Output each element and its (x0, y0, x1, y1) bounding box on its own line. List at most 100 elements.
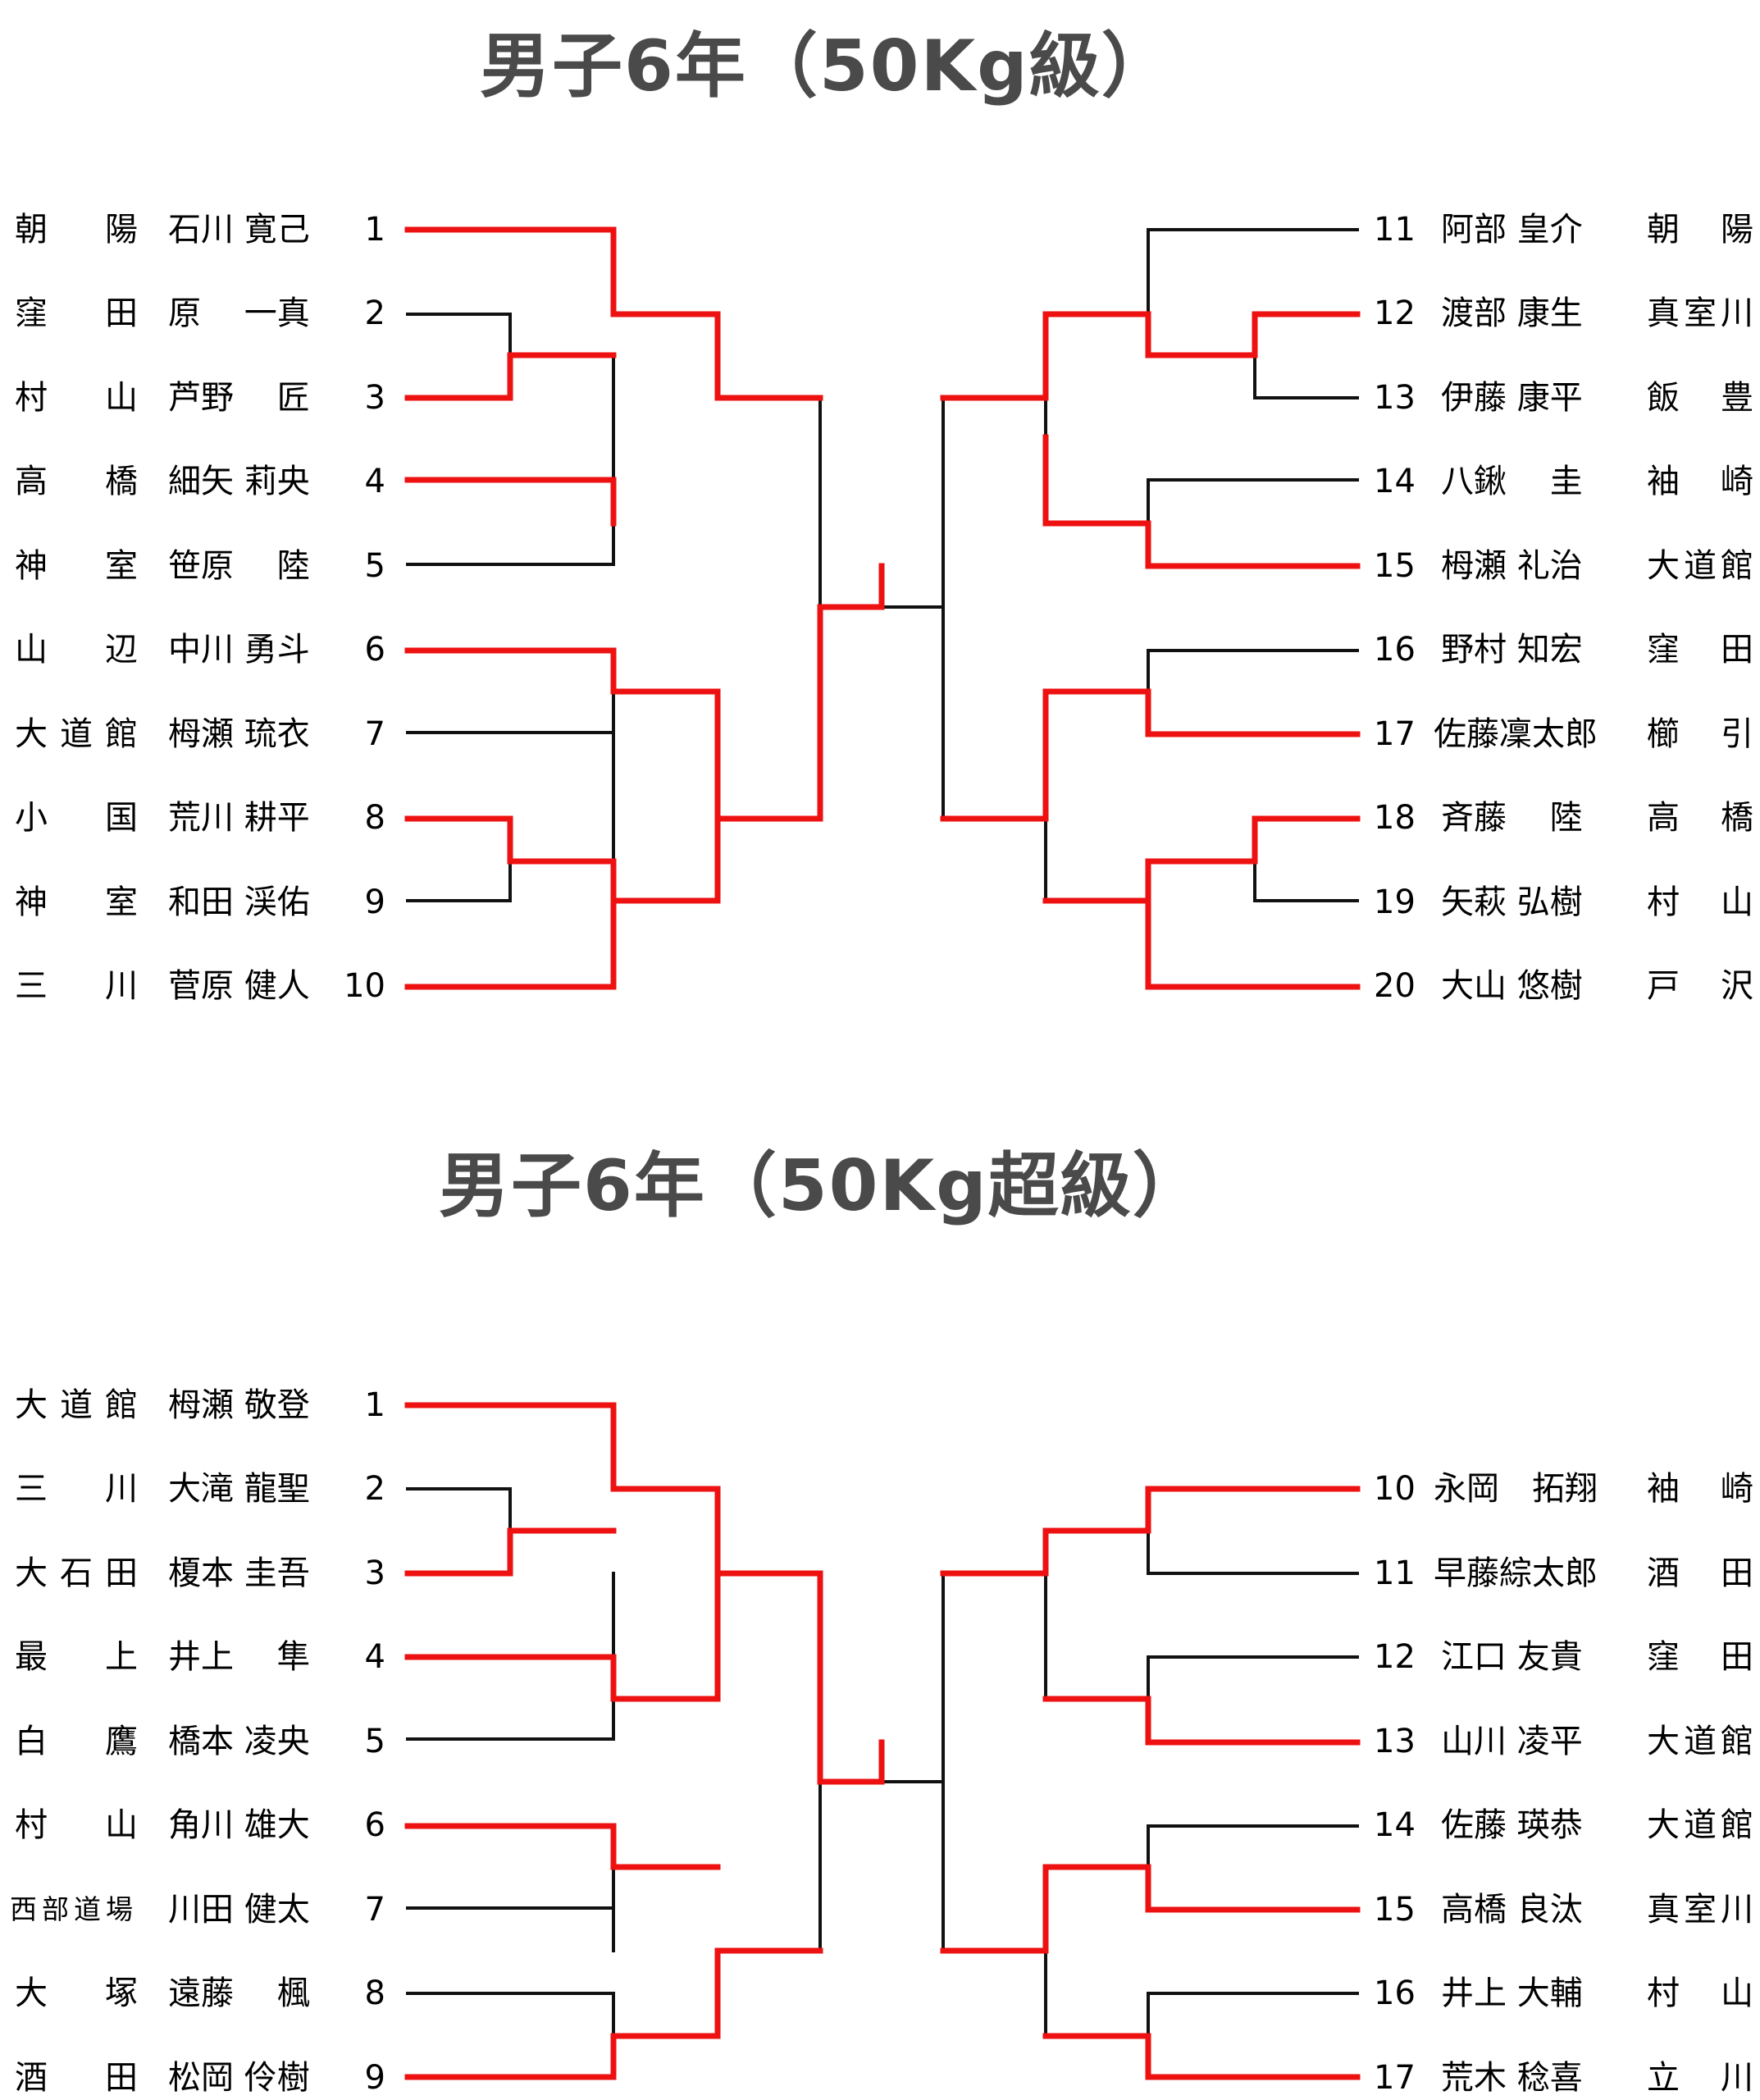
entry-club: 袖 崎 (1647, 463, 1753, 500)
entry-number: 12 (1374, 294, 1416, 332)
entry-name: 荒川 耕平 (168, 799, 310, 837)
entry-name: 山川 凌平 (1441, 1723, 1583, 1760)
entry-club: 村 山 (15, 379, 138, 417)
entry-number: 19 (1374, 883, 1416, 921)
entry-club: 大道館 (15, 1386, 138, 1424)
entry-name: 和田 渓佑 (168, 883, 310, 921)
bracket-over-50kg-lines (404, 1402, 1361, 2080)
entry-name: 伊藤 康平 (1441, 379, 1583, 417)
entry-club: 三 川 (15, 967, 138, 1005)
entry-name: 大滝 龍聖 (168, 1470, 310, 1508)
entry-name: 遠藤 楓 (168, 1974, 310, 2012)
entry-number: 18 (1374, 799, 1416, 837)
entry-club: 村 山 (1647, 1974, 1753, 2012)
entry-number: 17 (1374, 2059, 1416, 2097)
entry-number: 14 (1374, 463, 1416, 500)
entry-name: 原 一真 (168, 294, 310, 332)
entry-number: 9 (364, 883, 385, 921)
entry-name: 中川 勇斗 (168, 631, 310, 669)
entry-number: 10 (1374, 1470, 1416, 1508)
entry-number: 3 (364, 1554, 385, 1592)
entry-number: 8 (364, 799, 385, 837)
entry-number: 17 (1374, 715, 1416, 753)
entry-number: 5 (364, 547, 385, 585)
entry-name: 石川 寛己 (168, 211, 310, 249)
entry-club: 小 国 (15, 799, 138, 837)
entry-club: 立 川 (1647, 2059, 1753, 2097)
entry-club: 山 辺 (15, 631, 138, 669)
entry-name: 角川 雄大 (168, 1806, 310, 1844)
entry-number: 1 (364, 211, 385, 249)
entry-number: 9 (364, 2059, 385, 2097)
entry-number: 6 (364, 1806, 385, 1844)
entry-club: 櫛 引 (1647, 715, 1753, 753)
entry-club: 窪 田 (15, 294, 138, 332)
entry-name: 佐藤凜太郎 (1434, 715, 1598, 753)
entry-club: 白 鷹 (15, 1723, 138, 1760)
entry-number: 13 (1374, 379, 1416, 417)
entry-club: 神 室 (15, 883, 138, 921)
entry-club: 袖 崎 (1647, 1470, 1753, 1508)
entry-club: 窪 田 (1647, 631, 1753, 669)
entry-name: 栂瀬 琉衣 (168, 715, 310, 753)
entry-club: 大道館 (1647, 1806, 1753, 1844)
entry-club: 西部道場 (10, 1893, 133, 1925)
entry-name: 佐藤 瑛恭 (1441, 1806, 1583, 1844)
entry-club: 酒 田 (15, 2059, 138, 2097)
entry-number: 8 (364, 1974, 385, 2012)
entry-number: 2 (364, 1470, 385, 1508)
entry-number: 15 (1374, 547, 1416, 585)
entry-number: 4 (364, 463, 385, 500)
entry-name: 斉藤 陸 (1441, 799, 1583, 837)
bracket-title-over-50kg: 男子6年（50Kg超級） (439, 1145, 1205, 1227)
entry-name: 早藤綜太郎 (1434, 1554, 1598, 1592)
entry-club: 戸 沢 (1647, 967, 1753, 1005)
entry-club: 酒 田 (1647, 1554, 1753, 1592)
entry-club: 三 川 (15, 1470, 138, 1508)
entry-club: 大石田 (15, 1554, 138, 1592)
entry-name: 八鍬 圭 (1441, 463, 1583, 500)
entry-name: 栂瀬 敬登 (168, 1386, 310, 1424)
entry-name: 阿部 皇介 (1441, 211, 1583, 249)
entry-club: 大道館 (1647, 1723, 1753, 1760)
entry-number: 7 (364, 1891, 385, 1929)
entry-name: 矢萩 弘樹 (1441, 883, 1583, 921)
entry-number: 2 (364, 294, 385, 332)
entry-club: 大道館 (1647, 547, 1753, 585)
entry-name: 永岡 拓翔 (1434, 1470, 1598, 1508)
entry-number: 5 (364, 1723, 385, 1760)
entry-name: 井上 大輔 (1441, 1974, 1583, 2012)
entry-name: 榎本 圭吾 (168, 1554, 310, 1592)
entry-number: 3 (364, 379, 385, 417)
entry-number: 16 (1374, 1974, 1416, 2012)
entry-name: 川田 健太 (168, 1891, 310, 1929)
entry-number: 15 (1374, 1891, 1416, 1929)
entry-club: 高 橋 (15, 463, 138, 500)
entry-club: 大道館 (15, 715, 138, 753)
entry-club: 最 上 (15, 1638, 138, 1676)
bracket-title-50kg: 男子6年（50Kg級） (480, 25, 1174, 107)
entry-number: 16 (1374, 631, 1416, 669)
entry-name: 江口 友貴 (1441, 1638, 1583, 1676)
entry-name: 栂瀬 礼治 (1441, 547, 1583, 585)
entry-name: 松岡 伶樹 (168, 2059, 310, 2097)
entry-number: 7 (364, 715, 385, 753)
entry-number: 20 (1374, 967, 1416, 1005)
entry-club: 高 橋 (1647, 799, 1753, 837)
entry-number: 10 (344, 967, 385, 1005)
entry-number: 11 (1374, 211, 1416, 249)
entry-club: 朝 陽 (1647, 211, 1753, 249)
entry-name: 橋本 凌央 (168, 1723, 310, 1760)
entry-name: 井上 隼 (168, 1638, 310, 1676)
entry-number: 11 (1374, 1554, 1416, 1592)
entry-number: 12 (1374, 1638, 1416, 1676)
entry-club: 窪 田 (1647, 1638, 1753, 1676)
entry-club: 真室川 (1647, 294, 1753, 332)
entry-club: 大 塚 (15, 1974, 138, 2012)
entry-name: 大山 悠樹 (1441, 967, 1583, 1005)
entry-name: 荒木 稔喜 (1441, 2059, 1583, 2097)
entry-number: 13 (1374, 1723, 1416, 1760)
entry-name: 細矢 莉央 (168, 463, 310, 500)
entry-name: 芦野 匠 (168, 379, 310, 417)
